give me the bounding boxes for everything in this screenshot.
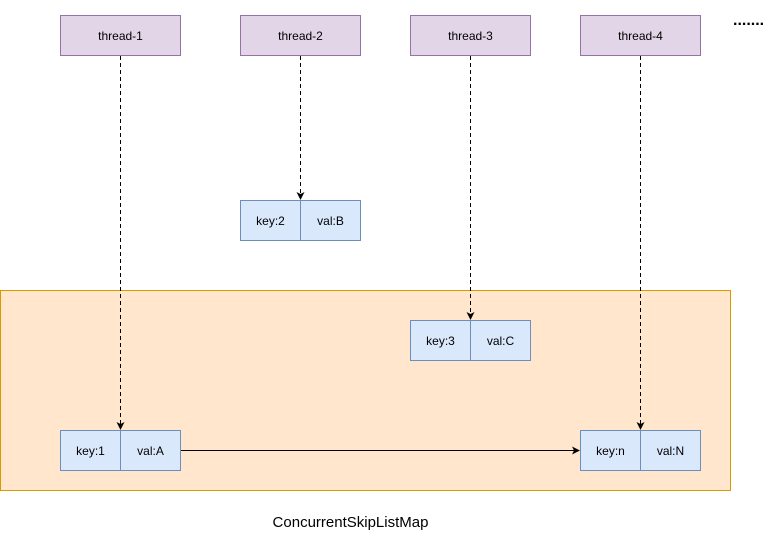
- node-key-2-val: val:B: [300, 201, 360, 240]
- thread-4-label: thread-4: [618, 28, 663, 43]
- node-key-1[interactable]: key:1 val:A: [60, 430, 181, 471]
- diagram-caption: ConcurrentSkipListMap: [272, 514, 429, 531]
- thread-3-box[interactable]: thread-3: [410, 15, 531, 56]
- thread-2-label: thread-2: [278, 28, 323, 43]
- node-key-1-key: key:1: [76, 443, 105, 458]
- node-key-2-key: key:2: [256, 213, 285, 228]
- thread-4-box[interactable]: thread-4: [580, 15, 701, 56]
- node-key-n[interactable]: key:n val:N: [580, 430, 701, 471]
- thread-2-box[interactable]: thread-2: [240, 15, 361, 56]
- node-key-1-val: val:A: [120, 431, 180, 470]
- node-key-2[interactable]: key:2 val:B: [240, 200, 361, 241]
- node-key-3[interactable]: key:3 val:C: [410, 320, 531, 361]
- node-key-n-key: key:n: [596, 443, 625, 458]
- node-key-n-val: val:N: [640, 431, 700, 470]
- thread-3-label: thread-3: [448, 28, 493, 43]
- more-threads-ellipsis: .......: [733, 12, 765, 29]
- node-key-3-key: key:3: [426, 333, 455, 348]
- thread-1-box[interactable]: thread-1: [60, 15, 181, 56]
- thread-1-label: thread-1: [98, 28, 143, 43]
- node-key-3-val: val:C: [470, 321, 530, 360]
